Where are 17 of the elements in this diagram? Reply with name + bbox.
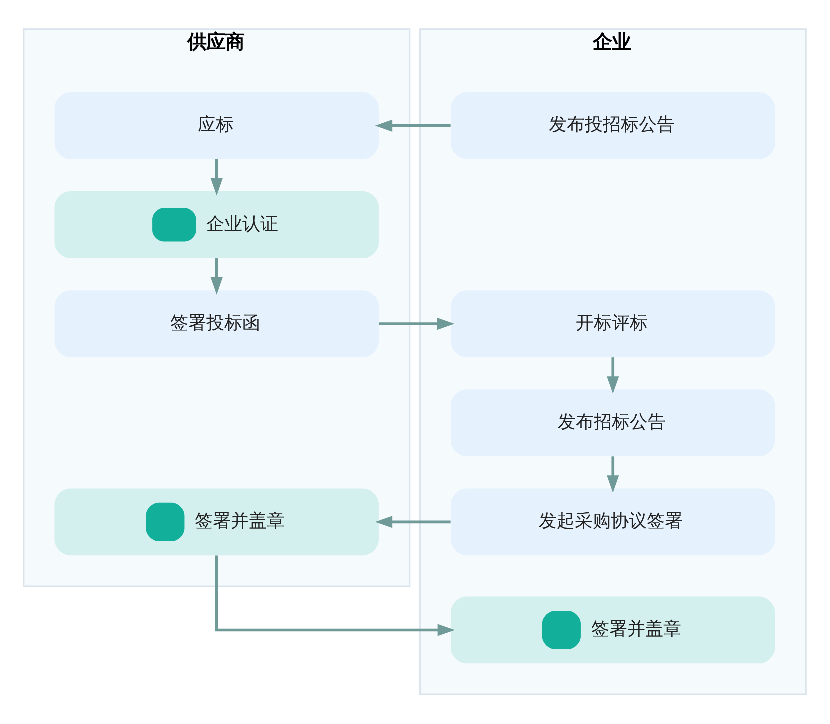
arrow (215, 556, 456, 636)
node-box: 发布招标公告 (451, 390, 776, 457)
node-box: 签署投标函 (54, 290, 379, 358)
arrow (607, 456, 620, 493)
node-box: 发起采购协议签署 (451, 488, 776, 556)
arrow (210, 159, 223, 196)
node-box: 签署并盖章 (54, 488, 379, 556)
node-box: 签署并盖章 (451, 596, 776, 664)
arrow (375, 120, 451, 132)
arrow (607, 358, 620, 394)
node-box: 应标 (54, 92, 379, 160)
arrow (375, 516, 451, 528)
node-box: 企业认证 (54, 192, 379, 258)
node-box: 开标评标 (451, 290, 776, 358)
node-box: 发布投招标公告 (451, 92, 776, 160)
arrow (210, 258, 223, 295)
arrow (379, 318, 455, 330)
